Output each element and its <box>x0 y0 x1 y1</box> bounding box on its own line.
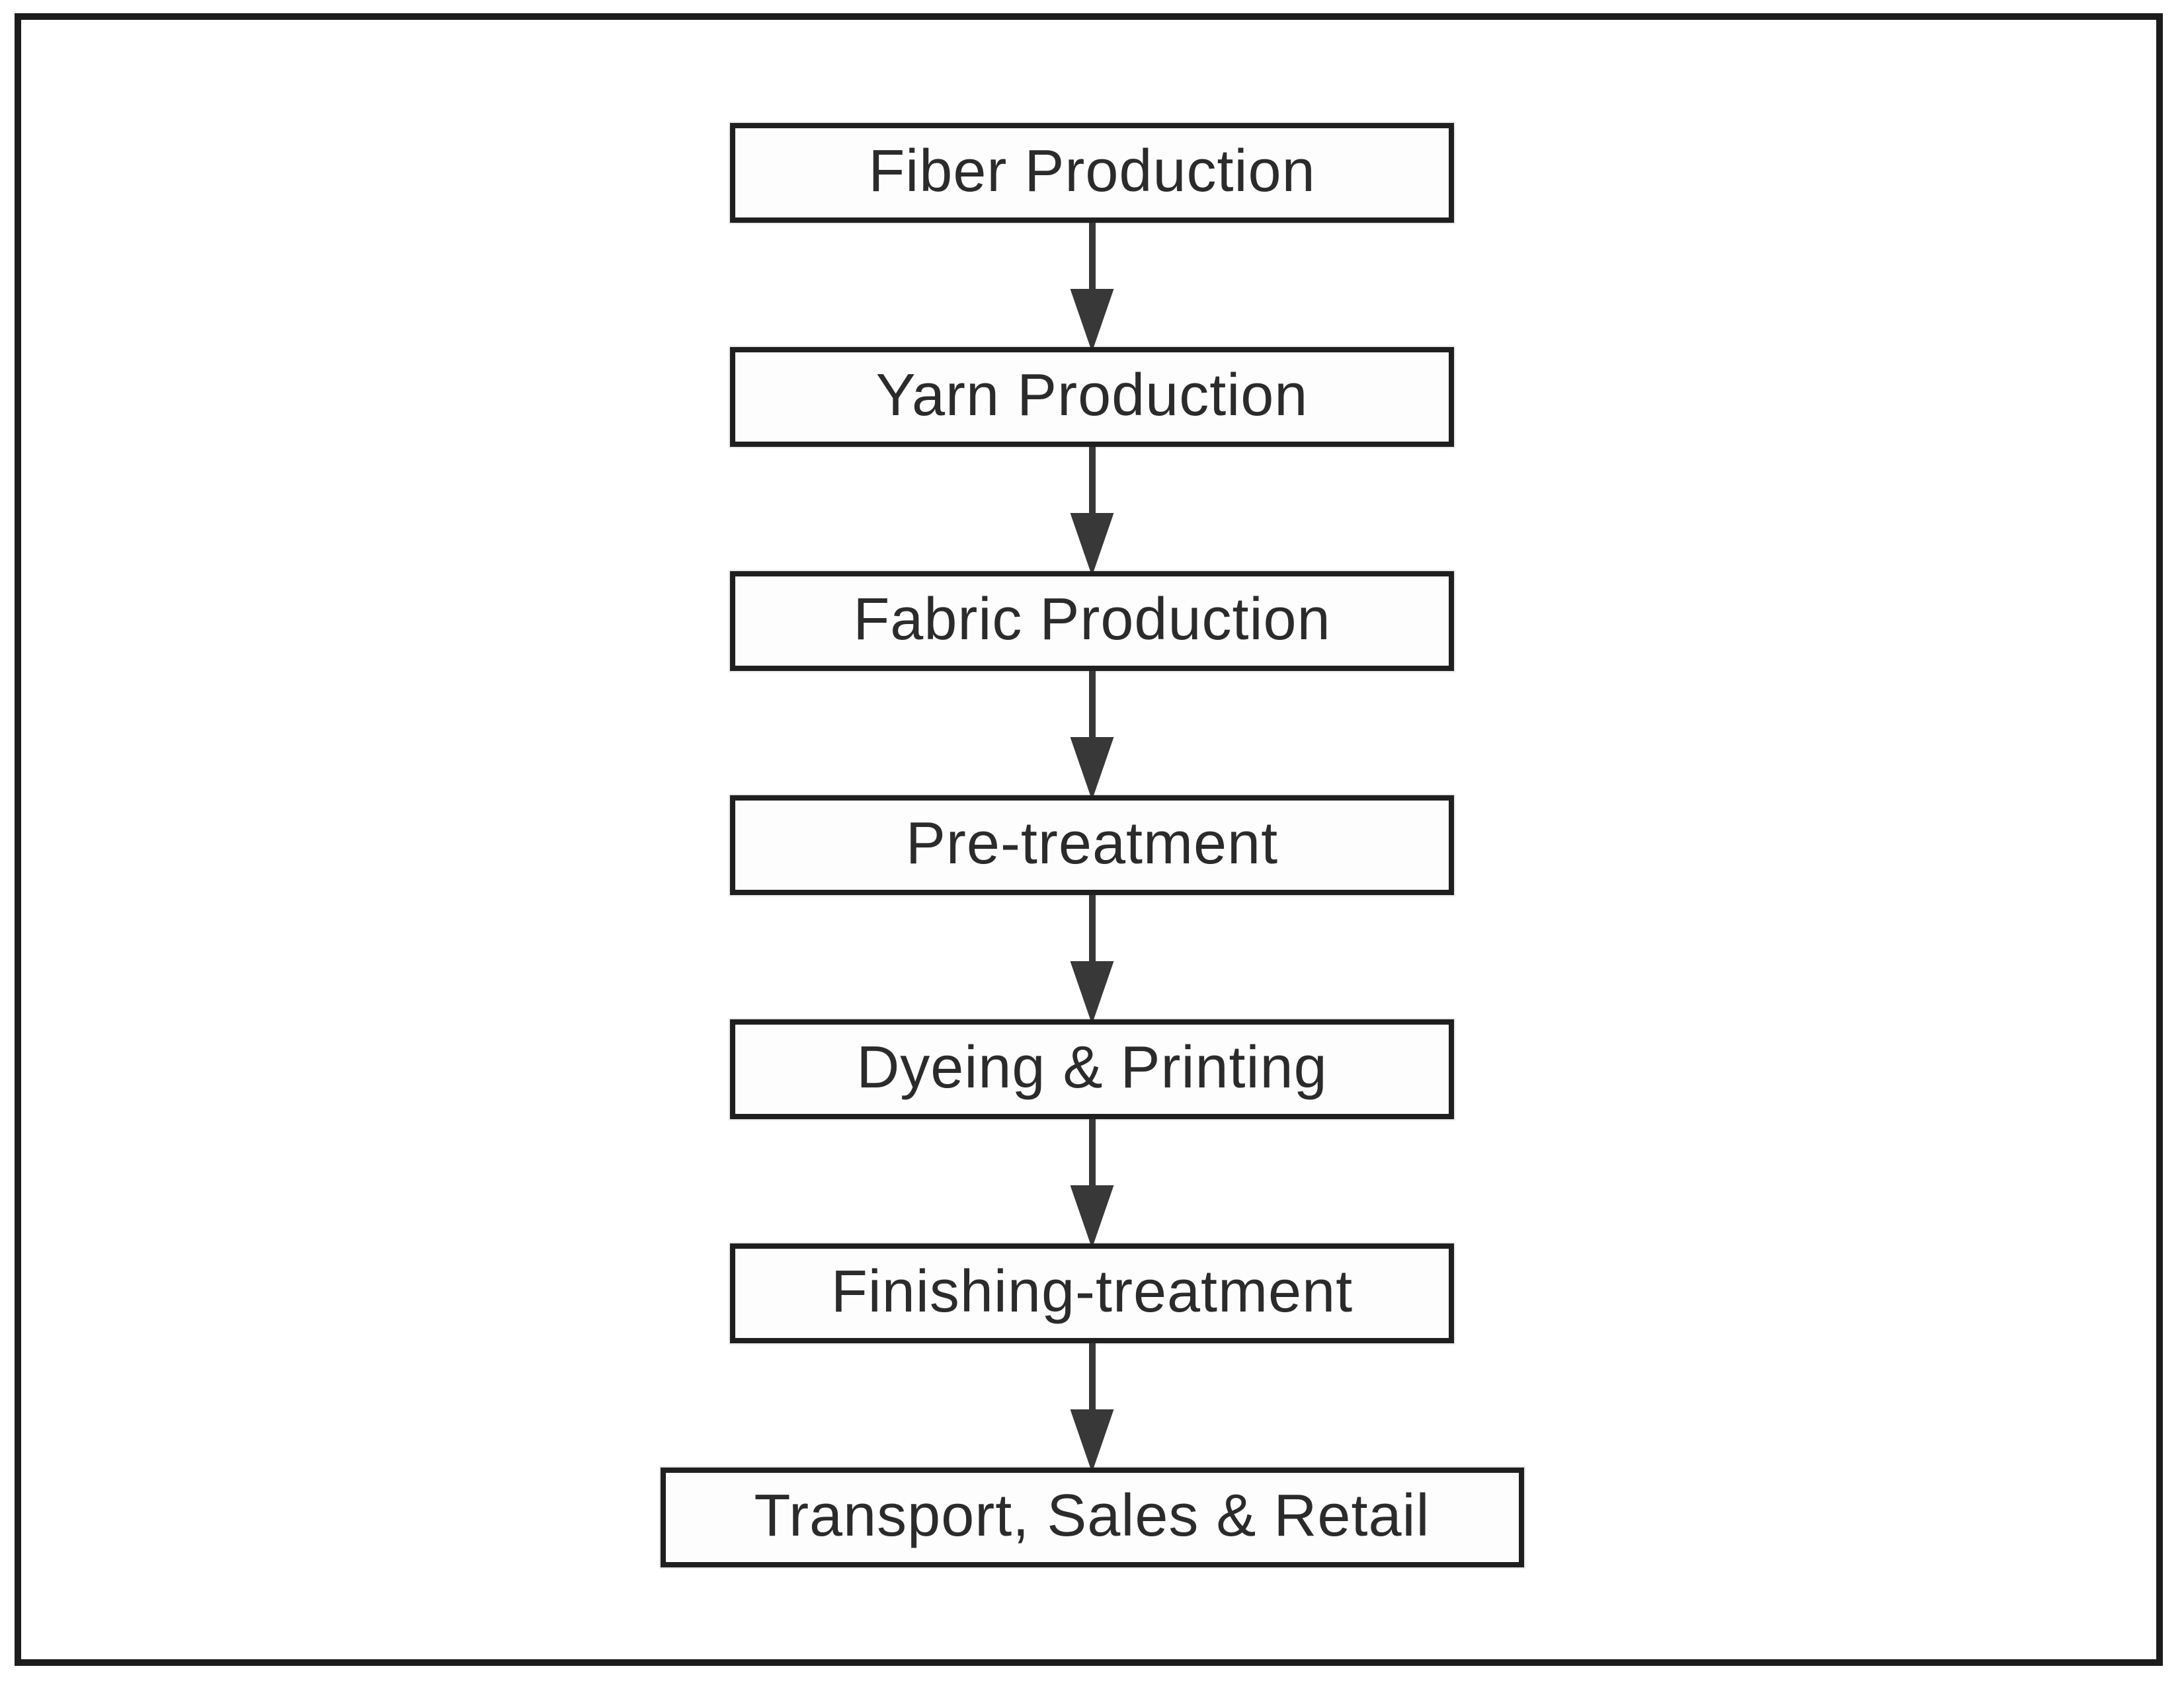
flow-node-fiber-production: Fiber Production <box>730 123 1454 223</box>
flow-node-label: Yarn Production <box>875 362 1309 428</box>
down-arrow <box>1070 1343 1114 1468</box>
flowchart: Fiber Production Yarn Production Fabric … <box>0 123 2184 1567</box>
flow-node-label: Fabric Production <box>853 586 1331 652</box>
flow-node-dyeing-printing: Dyeing & Printing <box>730 1019 1454 1119</box>
arrow-head-icon <box>1070 513 1114 571</box>
arrow-shaft <box>1088 671 1096 738</box>
flow-node-label: Transport, Sales & Retail <box>754 1482 1430 1549</box>
arrow-head-icon <box>1070 1185 1114 1243</box>
arrow-shaft <box>1088 895 1096 962</box>
arrow-head-icon <box>1070 737 1114 795</box>
down-arrow <box>1070 1119 1114 1243</box>
arrow-shaft <box>1088 447 1096 514</box>
down-arrow <box>1070 895 1114 1019</box>
flow-node-fabric-production: Fabric Production <box>730 571 1454 671</box>
arrow-shaft <box>1088 223 1096 290</box>
down-arrow <box>1070 223 1114 347</box>
arrow-head-icon <box>1070 289 1114 347</box>
down-arrow <box>1070 447 1114 571</box>
flow-node-transport-sales-retail: Transport, Sales & Retail <box>660 1468 1524 1567</box>
flow-node-label: Finishing-treatment <box>830 1258 1354 1325</box>
arrow-head-icon <box>1070 1409 1114 1468</box>
arrow-shaft <box>1088 1119 1096 1186</box>
flow-node-finishing-treatment: Finishing-treatment <box>730 1243 1454 1343</box>
flow-node-yarn-production: Yarn Production <box>730 347 1454 447</box>
flow-node-pre-treatment: Pre-treatment <box>730 795 1454 895</box>
flow-node-label: Fiber Production <box>868 137 1316 204</box>
flow-node-label: Dyeing & Printing <box>856 1034 1328 1101</box>
arrow-head-icon <box>1070 961 1114 1019</box>
down-arrow <box>1070 671 1114 795</box>
flow-node-label: Pre-treatment <box>905 810 1279 877</box>
arrow-shaft <box>1088 1343 1096 1410</box>
